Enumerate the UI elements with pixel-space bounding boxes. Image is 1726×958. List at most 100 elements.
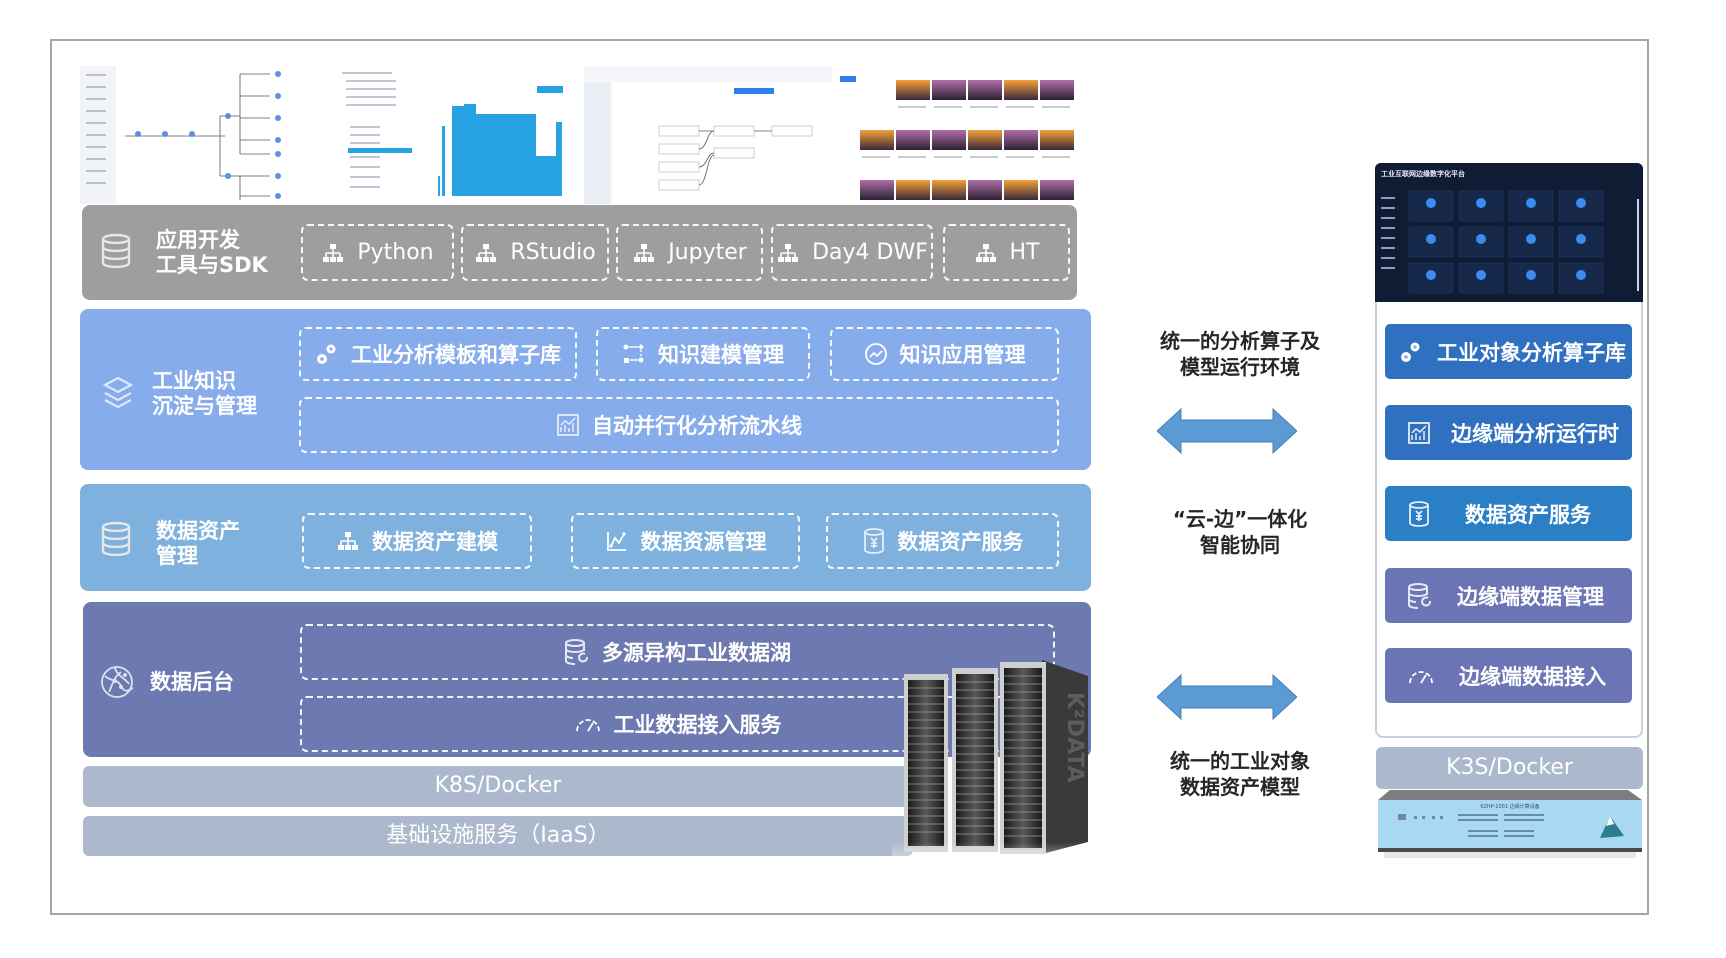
edge-analytics-runtime-button[interactable]: 边缘端分析运行时 bbox=[1385, 405, 1632, 460]
chart-icon bbox=[556, 413, 580, 437]
data-lake-box[interactable]: 多源异构工业数据湖 bbox=[300, 624, 1055, 680]
layer-app-dev-sdk bbox=[82, 205, 1077, 300]
k8s-label: K8S/Docker bbox=[434, 773, 562, 798]
asset-modeling-box[interactable]: 数据资产建模 bbox=[302, 513, 532, 569]
database-sync-icon bbox=[1407, 582, 1433, 610]
caption-line: 模型运行环境 bbox=[1180, 355, 1300, 379]
parallel-pipeline-box[interactable]: 自动并行化分析流水线 bbox=[299, 397, 1059, 453]
hierarchy-icon bbox=[474, 241, 498, 265]
layer-asset-title: 数据资产 管理 bbox=[156, 519, 240, 569]
cylinder-yen-icon bbox=[862, 527, 886, 555]
button-label: 数据资产服务 bbox=[1465, 502, 1591, 527]
gauge-icon bbox=[574, 714, 602, 734]
tool-ht[interactable]: HT bbox=[943, 224, 1070, 281]
database-icon bbox=[100, 233, 132, 269]
caption-line: “云-边”一体化 bbox=[1172, 507, 1308, 531]
edge-device-image: K2HP-1001 边缘计算设备 bbox=[1378, 790, 1642, 858]
edge-data-management-button[interactable]: 边缘端数据管理 bbox=[1385, 568, 1632, 623]
knowledge-application-box[interactable]: 知识应用管理 bbox=[830, 327, 1059, 381]
item-label: 数据资产建模 bbox=[372, 530, 498, 554]
knowledge-modeling-box[interactable]: 知识建模管理 bbox=[596, 327, 810, 381]
hierarchy-icon bbox=[321, 241, 345, 265]
tool-jupyter[interactable]: Jupyter bbox=[616, 224, 763, 281]
item-label: 多源异构工业数据湖 bbox=[602, 641, 791, 665]
item-label: 知识建模管理 bbox=[658, 343, 784, 367]
tool-label: Python bbox=[357, 240, 434, 265]
hierarchy-icon bbox=[632, 241, 656, 265]
caption-line: 智能协同 bbox=[1200, 533, 1280, 557]
resource-management-box[interactable]: 数据资源管理 bbox=[571, 513, 800, 569]
database-icon bbox=[100, 521, 132, 557]
asset-service-box[interactable]: 数据资产服务 bbox=[826, 513, 1059, 569]
layer-asset-title-line2: 管理 bbox=[156, 544, 198, 568]
button-label: 边缘端数据接入 bbox=[1459, 664, 1606, 689]
item-label: 自动并行化分析流水线 bbox=[592, 414, 802, 438]
item-label: 工业分析模板和算子库 bbox=[351, 343, 561, 367]
layer-sdk-title: 应用开发 工具与SDK bbox=[156, 228, 268, 278]
tool-label: Jupyter bbox=[668, 240, 747, 265]
button-label: 边缘端数据管理 bbox=[1457, 584, 1604, 609]
pipeline-editor-screenshot bbox=[584, 66, 832, 204]
dashboard-title: 工业互联网边缘数字化平台 bbox=[1381, 169, 1465, 178]
hierarchy-icon bbox=[974, 241, 998, 265]
layer-asset-title-line1: 数据资产 bbox=[156, 519, 240, 543]
layer-sdk-title-line2: 工具与SDK bbox=[156, 253, 268, 277]
item-label: 数据资产服务 bbox=[897, 530, 1024, 554]
layer-backend-title: 数据后台 bbox=[150, 670, 234, 694]
knowledge-tree-screenshot bbox=[80, 66, 330, 204]
layers-icon bbox=[102, 375, 134, 411]
gears-icon bbox=[315, 342, 339, 366]
item-label: 数据资源管理 bbox=[640, 530, 767, 554]
cylinder-yen-icon bbox=[1407, 500, 1431, 528]
caption-line: 数据资产模型 bbox=[1180, 775, 1300, 799]
hierarchy-icon bbox=[336, 529, 360, 553]
gears-icon bbox=[1399, 340, 1423, 364]
double-arrow-icon bbox=[1157, 673, 1297, 721]
iaas-label: 基础设施服务（IaaS） bbox=[386, 823, 610, 848]
gauge-icon bbox=[1407, 666, 1435, 686]
edge-data-ingestion-button[interactable]: 边缘端数据接入 bbox=[1385, 648, 1632, 703]
edge-operator-library-button[interactable]: 工业对象分析算子库 bbox=[1385, 324, 1632, 379]
server-brand: K²DATA bbox=[1062, 692, 1087, 783]
app-gallery-screenshot bbox=[840, 66, 1098, 204]
tool-label: Day4 DWF bbox=[812, 240, 928, 265]
iaas-bar: 基础设施服务（IaaS） bbox=[83, 816, 913, 856]
server-rack-image: K²DATA bbox=[892, 660, 1098, 882]
k8s-docker-bar: K8S/Docker bbox=[83, 766, 913, 807]
k3s-label: K3S/Docker bbox=[1446, 755, 1573, 780]
device-label: K2HP-1001 边缘计算设备 bbox=[1480, 803, 1539, 810]
item-label: 工业数据接入服务 bbox=[613, 713, 782, 737]
unified-asset-model-caption: 统一的工业对象 数据资产模型 bbox=[1130, 748, 1350, 800]
chart-icon bbox=[1407, 421, 1431, 445]
data-chart-screenshot bbox=[332, 66, 572, 204]
item-label: 知识应用管理 bbox=[899, 343, 1026, 367]
caption-line: 统一的分析算子及 bbox=[1160, 329, 1320, 353]
hierarchy-icon bbox=[776, 241, 800, 265]
button-label: 工业对象分析算子库 bbox=[1437, 340, 1626, 365]
tool-label: RStudio bbox=[510, 240, 596, 265]
database-sync-icon bbox=[564, 638, 590, 666]
k3s-docker-bar: K3S/Docker bbox=[1376, 747, 1643, 789]
tool-rstudio[interactable]: RStudio bbox=[461, 224, 609, 281]
edge-dashboard-screenshot: 工业互联网边缘数字化平台 bbox=[1375, 163, 1643, 302]
layer-sdk-title-line1: 应用开发 bbox=[156, 228, 240, 252]
cloud-edge-caption: “云-边”一体化 智能协同 bbox=[1130, 506, 1350, 558]
network-globe-icon bbox=[99, 664, 135, 700]
data-ingestion-box[interactable]: 工业数据接入服务 bbox=[300, 696, 1055, 752]
layer-data-asset-management bbox=[80, 484, 1091, 591]
layer-knowledge-title-line2: 沉淀与管理 bbox=[152, 394, 257, 418]
layer-knowledge-title: 工业知识 沉淀与管理 bbox=[152, 369, 257, 419]
double-arrow-icon bbox=[1157, 407, 1297, 455]
flow-nodes-icon bbox=[622, 342, 646, 366]
unified-runtime-caption: 统一的分析算子及 模型运行环境 bbox=[1130, 328, 1350, 380]
operator-library-box[interactable]: 工业分析模板和算子库 bbox=[299, 327, 577, 381]
tool-day4-dwf[interactable]: Day4 DWF bbox=[771, 224, 933, 281]
trend-circle-icon bbox=[864, 342, 888, 366]
caption-line: 统一的工业对象 bbox=[1170, 749, 1310, 773]
edge-asset-service-button[interactable]: 数据资产服务 bbox=[1385, 486, 1632, 541]
tool-python[interactable]: Python bbox=[301, 224, 454, 281]
layer-industrial-knowledge bbox=[80, 309, 1091, 470]
layer-knowledge-title-line1: 工业知识 bbox=[152, 369, 236, 393]
line-chart-icon bbox=[605, 529, 629, 553]
button-label: 边缘端分析运行时 bbox=[1451, 421, 1619, 446]
